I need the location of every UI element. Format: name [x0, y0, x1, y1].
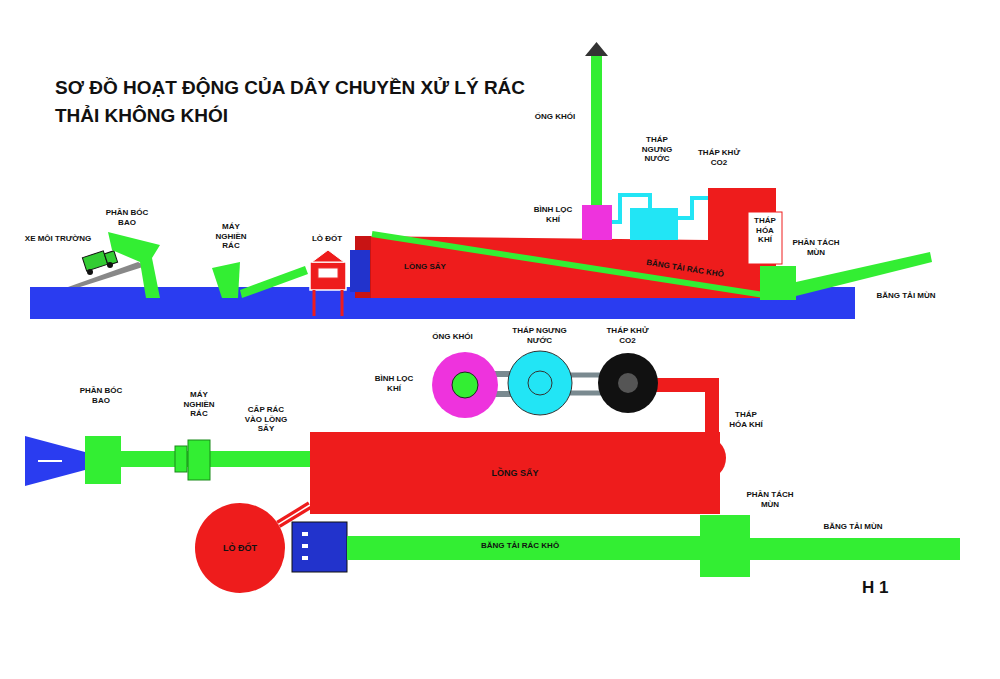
bottom-conveyors-part	[302, 532, 308, 536]
furnace-icon	[310, 250, 370, 316]
filter-circles	[432, 351, 658, 418]
filter-circles-part	[508, 351, 572, 415]
chimney-part	[585, 42, 608, 56]
duct-body	[278, 505, 310, 524]
furnace-icon-part	[318, 268, 338, 278]
gasifier-box-part	[748, 212, 782, 264]
part-label: PHẦN BÓC BAO	[100, 208, 154, 227]
bottom-conveyors-part	[700, 515, 750, 577]
part-label: MÁY NGHIỀN RÁC	[178, 390, 220, 419]
part-label: THÁP HÓA KHÍ	[728, 410, 764, 429]
part-label: XE MÔI TRƯỜNG	[14, 234, 102, 244]
dry-waste-conveyor-part	[372, 234, 770, 296]
chimney	[585, 42, 608, 207]
part-label: THÁP NGƯNG NƯỚC	[635, 135, 679, 164]
dryer-body	[355, 188, 776, 298]
bottom-conveyors-part	[750, 538, 960, 560]
garbage-truck-part	[87, 269, 93, 275]
garbage-truck-part	[82, 251, 107, 271]
bottom-conveyors	[292, 515, 960, 577]
condenser-tower-part	[678, 198, 708, 218]
part-label: PHẦN BÓC BAO	[75, 386, 127, 405]
feed-line-part	[188, 440, 210, 480]
garbage-truck-part	[68, 262, 146, 287]
intake-horn	[25, 436, 85, 486]
gasifier-box	[748, 212, 782, 264]
part-label: ỐNG KHÓI	[425, 332, 480, 342]
dryer-box: LỒNG SẤY	[310, 432, 720, 514]
garbage-truck-part	[107, 262, 113, 268]
crusher-part	[240, 266, 308, 298]
filter-circles-part	[618, 373, 638, 393]
part-label: LÒ ĐỐT	[302, 234, 352, 244]
part-label: THÁP KHỬ CO2	[600, 326, 655, 345]
crusher	[212, 262, 308, 298]
part-label: ỐNG KHÓI	[525, 112, 585, 122]
filter-circles-part	[432, 352, 498, 418]
gas-filter-part	[582, 205, 612, 240]
part-label: CẤP RÁC VÀO LỒNG SẤY	[240, 405, 292, 434]
bag-opener	[108, 232, 160, 298]
circle-fill	[195, 503, 285, 593]
part-label: BĂNG TẢI RÁC KHÔ	[460, 541, 580, 551]
intake-horn-part	[38, 460, 62, 462]
feed-line-part	[121, 451, 311, 467]
node-label: LỒNG SẤY	[487, 466, 542, 481]
part-label: BĂNG TẢI MÙN	[866, 291, 946, 301]
filter-circles-part	[598, 353, 658, 413]
figure-number: H 1	[862, 578, 912, 598]
duct-connector	[278, 505, 310, 524]
furnace-icon-part	[313, 290, 316, 316]
part-label: BÌNH LỌC KHÍ	[368, 374, 420, 393]
humus-separator-part	[796, 252, 932, 296]
furnace-icon-part	[341, 290, 344, 316]
bag-opener-part	[108, 232, 160, 298]
furnace-icon-part	[350, 250, 370, 292]
part-label: THÁP HÓA KHÍ	[749, 216, 781, 245]
gas-filter	[582, 205, 612, 240]
part-label: BÌNH LỌC KHÍ	[528, 205, 578, 224]
chimney-part	[591, 55, 602, 207]
node-label: LÒ ĐỐT	[219, 541, 261, 556]
feed-line	[85, 436, 311, 484]
part-label: MÁY NGHIỀN RÁC	[210, 222, 252, 251]
humus-separator-part	[760, 266, 796, 300]
condenser-tower-part	[612, 195, 650, 222]
part-label: PHẦN TÁCH MÙN	[740, 490, 800, 509]
bottom-conveyors-part	[302, 556, 308, 560]
part-label: BĂNG TẢI MÙN	[808, 522, 898, 532]
feed-line-part	[85, 436, 121, 484]
furnace-circle: LÒ ĐỐT	[195, 503, 285, 593]
part-label: LỒNG SẤY	[395, 262, 455, 272]
bottom-conveyors-part	[347, 536, 702, 560]
condenser-tower	[612, 195, 708, 240]
part-label: THÁP NGƯNG NƯỚC	[502, 326, 577, 345]
condenser-tower-part	[630, 208, 678, 240]
furnace-icon-part	[312, 250, 344, 262]
dryer-body-part	[355, 188, 776, 298]
bottom-conveyors-part	[302, 544, 308, 548]
diagram-title: SƠ ĐỒ HOẠT ĐỘNG CỦA DÂY CHUYỀN XỬ LÝ RÁC…	[55, 74, 555, 129]
dry-waste-conveyor	[372, 234, 770, 296]
part-label: THÁP KHỬ CO2	[695, 148, 743, 167]
feed-line-part	[175, 446, 187, 472]
intake-horn-part	[25, 436, 85, 486]
filter-circles-part	[528, 371, 552, 395]
part-label: PHẦN TÁCH MÙN	[790, 238, 842, 257]
bottom-conveyors-part	[292, 522, 347, 572]
furnace-icon-part	[310, 262, 346, 290]
crusher-part	[212, 262, 240, 298]
filter-circles-part	[452, 372, 478, 398]
duct-line	[278, 505, 310, 524]
